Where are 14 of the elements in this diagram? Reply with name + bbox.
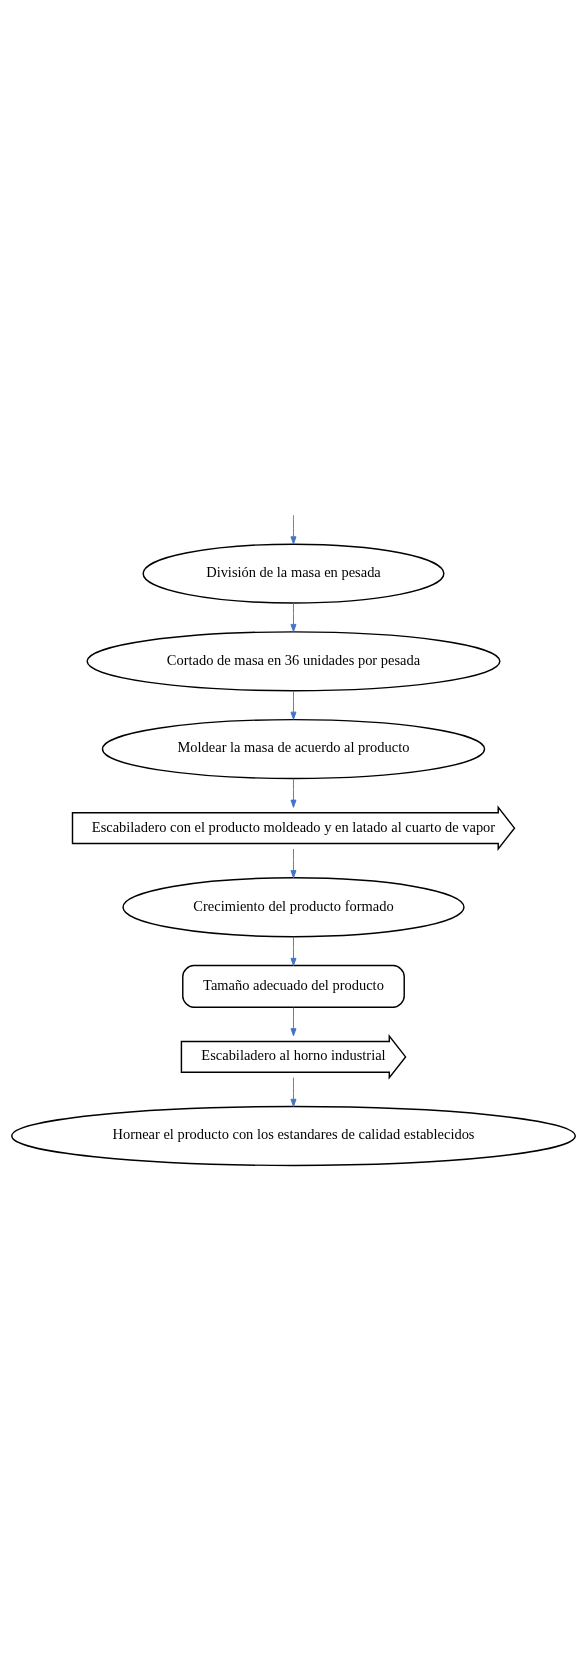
arrow <box>290 848 297 878</box>
arrow <box>290 514 297 544</box>
node-box: Tamaño adecuado del producto <box>182 964 405 1008</box>
arrow <box>290 602 297 632</box>
node-ellipse: Cortado de masa en 36 unidades por pesada <box>86 630 501 691</box>
arrow <box>290 777 297 808</box>
arrow <box>290 1076 297 1107</box>
arrow <box>290 689 297 720</box>
node-ellipse: Hornear el producto con los estandares de calidad establecidos <box>11 1105 576 1166</box>
node-ellipse: Moldear la masa de acuerdo al producto <box>101 718 486 779</box>
node-ellipse: Crecimiento del producto formado <box>122 876 465 937</box>
node-ellipse: División de la masa en pesada <box>142 542 445 604</box>
arrow <box>290 936 297 966</box>
arrow <box>290 1006 297 1036</box>
